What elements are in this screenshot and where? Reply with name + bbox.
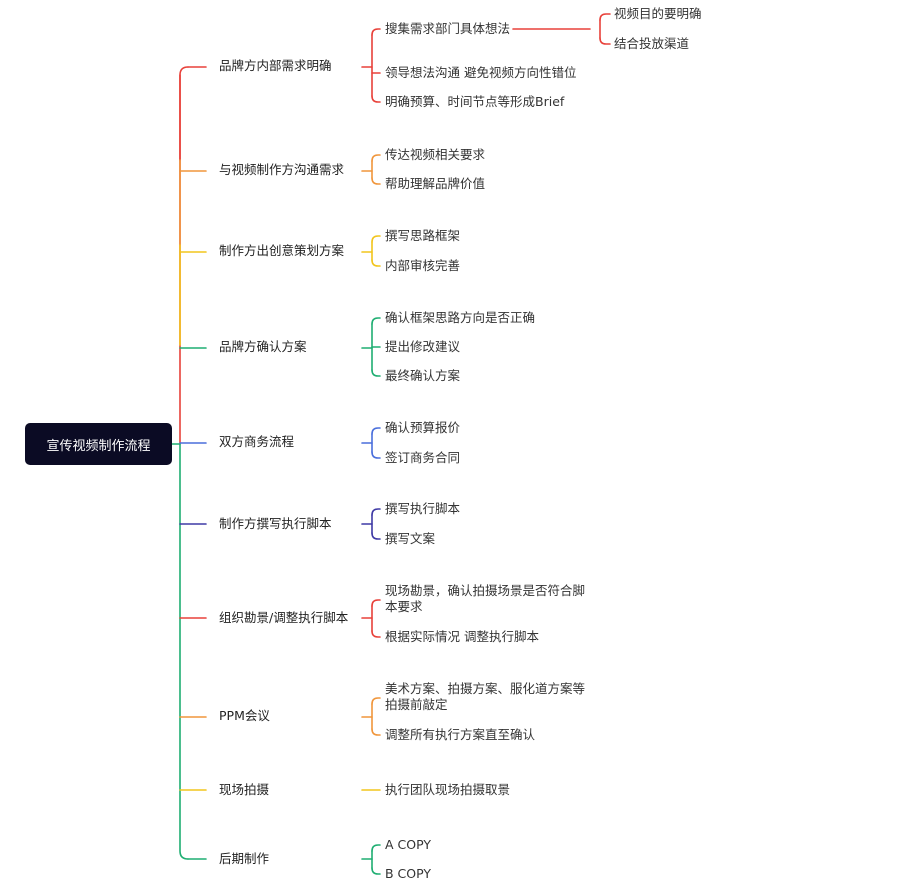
child-connector — [371, 508, 381, 516]
branch-node-business[interactable]: 双方商务流程 — [219, 434, 295, 449]
grandchild-connector — [599, 37, 611, 45]
child-connector — [371, 728, 381, 736]
leaf-node[interactable]: 签订商务合同 — [385, 450, 461, 465]
branch-node-creative-plan[interactable]: 制作方出创意策划方案 — [219, 243, 345, 258]
child-connector — [371, 844, 381, 852]
child-connector — [371, 867, 381, 875]
leaf-node[interactable]: 根据实际情况 调整执行脚本 — [385, 629, 539, 644]
child-connector — [371, 95, 381, 103]
child-connector — [371, 369, 381, 377]
child-connector — [371, 697, 381, 705]
branch-node-confirm-plan[interactable]: 品牌方确认方案 — [219, 339, 307, 354]
branch-node-ppm[interactable]: PPM会议 — [219, 708, 270, 723]
leaf-node[interactable]: 领导想法沟通 避免视频方向性错位 — [385, 65, 577, 80]
leaf-node[interactable]: 确认预算报价 — [385, 420, 461, 435]
leaf-node[interactable]: B COPY — [385, 866, 432, 881]
leaf-node[interactable]: 确认框架思路方向是否正确 — [385, 310, 536, 325]
child-connector — [371, 177, 381, 185]
child-connector — [371, 599, 381, 607]
leaf-node[interactable]: 传达视频相关要求 — [385, 147, 486, 162]
child-connector — [371, 630, 381, 638]
branch-connector — [179, 443, 189, 860]
leaf-node[interactable]: 提出修改建议 — [385, 339, 461, 354]
branch-node-communicate[interactable]: 与视频制作方沟通需求 — [219, 162, 345, 177]
branch-node-requirements[interactable]: 品牌方内部需求明确 — [219, 58, 332, 73]
branch-node-script[interactable]: 制作方撰写执行脚本 — [219, 516, 332, 531]
leaf-node[interactable]: 执行团队现场拍摄取景 — [385, 782, 511, 797]
leaf-node[interactable]: 内部审核完善 — [385, 258, 461, 273]
leaf-node[interactable]: 最终确认方案 — [385, 368, 461, 383]
leaf-node[interactable]: 撰写文案 — [385, 531, 436, 546]
leaf-node[interactable]: 美术方案、拍摄方案、服化道方案等拍摄前敲定 — [385, 681, 586, 712]
child-connector — [371, 317, 381, 325]
leaf-node[interactable]: 撰写思路框架 — [385, 228, 461, 243]
child-connector — [371, 451, 381, 459]
leaf-node[interactable]: 结合投放渠道 — [614, 36, 690, 51]
child-connector — [371, 154, 381, 162]
child-connector — [371, 235, 381, 243]
root-node[interactable]: 宣传视频制作流程 — [25, 423, 172, 465]
branch-node-scouting[interactable]: 组织勘景/调整执行脚本 — [219, 610, 349, 625]
branch-node-shooting[interactable]: 现场拍摄 — [219, 782, 270, 797]
root-label: 宣传视频制作流程 — [46, 438, 151, 454]
leaf-node[interactable]: 帮助理解品牌价值 — [385, 176, 486, 191]
leaf-node[interactable]: 明确预算、时间节点等形成Brief — [385, 94, 565, 109]
child-connector — [371, 259, 381, 267]
leaf-node[interactable]: 搜集需求部门具体想法 — [385, 21, 511, 36]
grandchild-connector — [599, 13, 611, 21]
child-connector — [371, 28, 381, 36]
branch-node-post-production[interactable]: 后期制作 — [219, 851, 270, 866]
leaf-node[interactable]: A COPY — [385, 837, 431, 852]
branch-connector — [179, 66, 189, 445]
leaf-node[interactable]: 撰写执行脚本 — [385, 501, 461, 516]
child-connector — [371, 532, 381, 540]
leaf-node[interactable]: 现场勘景，确认拍摄场景是否符合脚本要求 — [385, 583, 586, 614]
child-connector — [371, 427, 381, 435]
leaf-node[interactable]: 视频目的要明确 — [614, 6, 702, 21]
leaf-node[interactable]: 调整所有执行方案直至确认 — [385, 727, 536, 742]
